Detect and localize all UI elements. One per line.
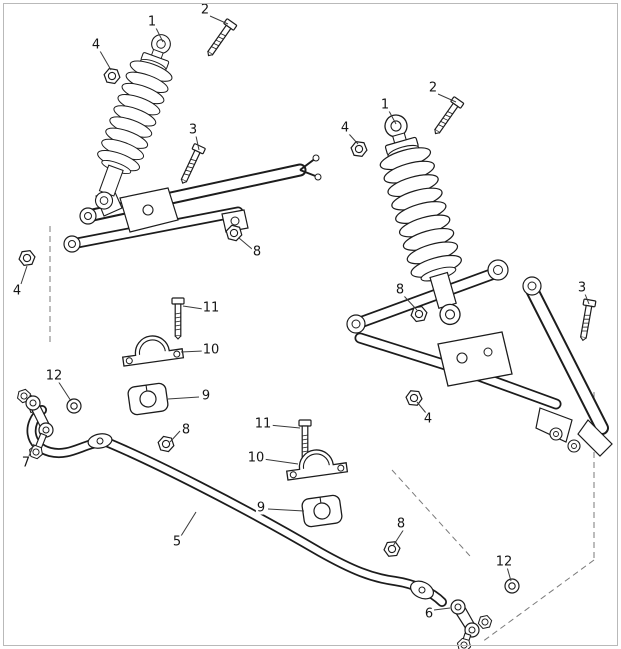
callout-2-right: 2 — [427, 80, 439, 96]
bracket-10-upper — [119, 331, 185, 367]
callout-2-left: 2 — [199, 2, 211, 18]
end-link-6 — [450, 599, 494, 649]
bolt-2-left — [202, 17, 238, 60]
stabilizer-bar — [26, 405, 447, 607]
boundary-lines — [49, 226, 595, 643]
nut-4-right-lower — [404, 389, 424, 407]
callout-5: 5 — [171, 534, 183, 550]
callout-9-lower: 9 — [255, 500, 267, 516]
callout-8-middle: 8 — [180, 422, 192, 438]
callout-8-left-arm: 8 — [251, 244, 263, 260]
bolt-11-upper — [171, 297, 185, 340]
nut-4-left-top — [102, 67, 122, 85]
callout-12-left: 12 — [44, 368, 64, 384]
nut-8-lower-right — [382, 540, 402, 558]
callout-7: 7 — [20, 455, 32, 471]
nut-8-middle — [156, 434, 176, 454]
nut-4-right-top — [349, 140, 369, 158]
callout-11-upper: 11 — [201, 300, 221, 316]
callout-1-right: 1 — [379, 97, 391, 113]
callout-11-lower: 11 — [253, 416, 273, 432]
callout-6: 6 — [423, 606, 435, 622]
callout-3-left: 3 — [187, 122, 199, 138]
end-link-7 — [15, 387, 54, 461]
bolt-2-right — [429, 95, 465, 138]
shock-absorber-left — [79, 27, 186, 217]
bolt-3-right — [576, 298, 597, 343]
callout-3-right: 3 — [576, 280, 588, 296]
bushing-9-lower — [300, 493, 344, 529]
washer-12-left — [66, 398, 82, 414]
callout-4-left-lower: 4 — [11, 283, 23, 299]
callout-8-lower-right: 8 — [395, 516, 407, 532]
callout-4-right-top: 4 — [339, 120, 351, 136]
callout-4-right-lower: 4 — [422, 411, 434, 427]
control-arm-left — [63, 154, 322, 253]
callout-4-left-top: 4 — [90, 37, 102, 53]
bushing-9-upper — [126, 381, 170, 417]
callout-10-lower: 10 — [246, 450, 266, 466]
frame-right — [346, 259, 613, 457]
callout-9-upper: 9 — [200, 388, 212, 404]
callout-8-right-upper: 8 — [394, 282, 406, 298]
leader-lines — [20, 15, 590, 611]
bolt-3-left — [176, 142, 207, 187]
callout-10-upper: 10 — [201, 342, 221, 358]
callout-12-right: 12 — [494, 554, 514, 570]
nut-4-left-lower — [17, 249, 37, 267]
callout-1-left: 1 — [146, 14, 158, 30]
washer-12-right — [504, 578, 520, 594]
